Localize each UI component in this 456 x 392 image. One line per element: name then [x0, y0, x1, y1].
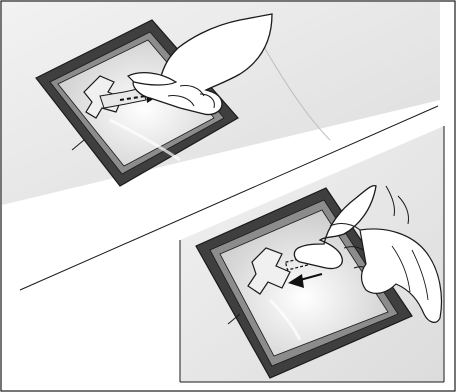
illustration-canvas: [0, 0, 456, 392]
instruction-figure: [0, 0, 456, 392]
